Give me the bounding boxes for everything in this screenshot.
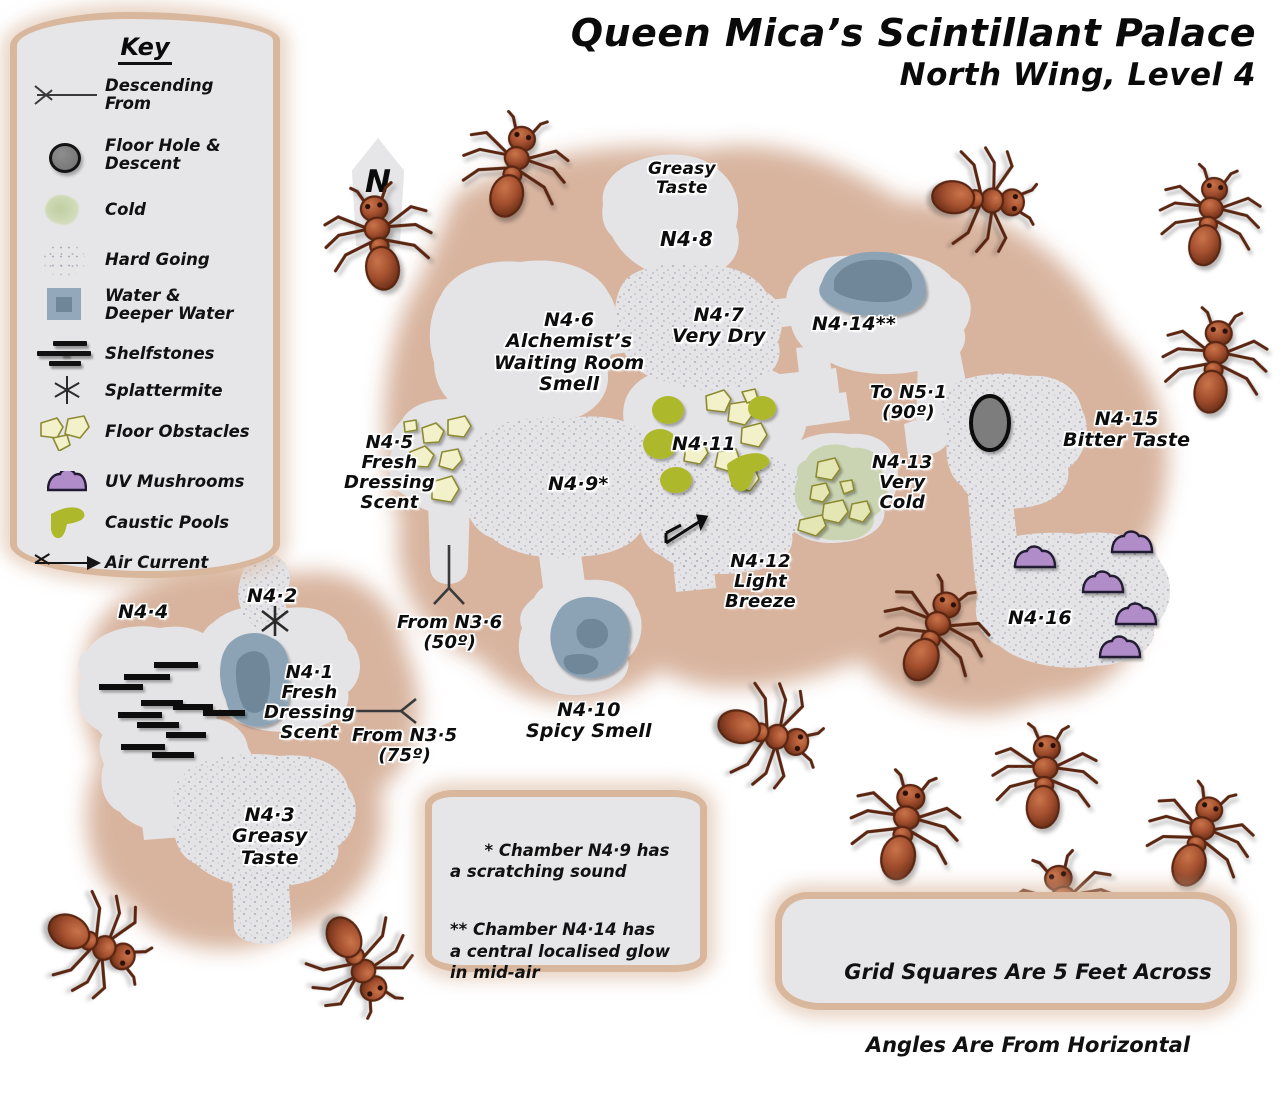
key-row-water: Water & Deeper Water — [33, 287, 265, 323]
ant-8 — [831, 751, 979, 899]
key-label-caustic-pools: Caustic Pools — [105, 513, 230, 533]
key-label-shelfstones: Shelfstones — [105, 344, 215, 364]
water-n4-10 — [550, 596, 630, 679]
key-heading: Key — [17, 33, 273, 65]
floor-hole-icon — [33, 138, 105, 173]
ant-4 — [1143, 148, 1276, 281]
map-key-panel: Key Descending From Floor Hole & Descent… — [10, 12, 280, 578]
footnote-1: * Chamber N4·9 has a scratching sound — [450, 841, 670, 882]
cold-icon — [33, 193, 105, 227]
ant-7 — [697, 662, 844, 809]
ant-13 — [278, 883, 442, 1047]
uv-mushrooms — [1013, 530, 1158, 659]
key-label-hard-going: Hard Going — [105, 250, 210, 270]
footnotes-panel: * Chamber N4·9 has a scratching sound **… — [425, 790, 707, 982]
key-label-splattermite: Splattermite — [105, 381, 223, 401]
ant-1 — [442, 92, 589, 239]
uv-mushrooms-icon — [33, 465, 105, 499]
shelfstones-icon — [33, 337, 105, 371]
key-row-floor-hole: Floor Hole & Descent — [33, 137, 265, 173]
descending-from-markers — [344, 545, 465, 725]
air-current-icon — [33, 546, 105, 580]
scale-line-1: Grid Squares Are 5 Feet Across — [844, 959, 1212, 984]
splattermite-icon — [33, 374, 105, 408]
floor-obstacles-icon — [33, 415, 105, 452]
air-current-arrow — [664, 514, 709, 545]
footnote-2: ** Chamber N4·14 has a central localised… — [450, 920, 670, 982]
floor-hole-n4-15 — [969, 394, 1011, 452]
key-row-descending-from: Descending From — [33, 77, 265, 113]
key-row-caustic-pools: Caustic Pools — [33, 506, 265, 540]
key-row-cold: Cold — [33, 193, 265, 227]
ant-11 — [1123, 758, 1277, 912]
ant-6 — [854, 549, 1017, 712]
title-line-2: North Wing, Level 4 — [899, 57, 1256, 93]
scale-line-2: Angles Are From Horizontal — [865, 1033, 1191, 1058]
water-n4-14 — [819, 251, 927, 317]
hard-going-texture-sw — [173, 553, 356, 944]
key-label-floor-hole: Floor Hole & Descent — [105, 136, 221, 173]
caustic-pools-icon — [33, 506, 105, 540]
key-label-floor-obstacles: Floor Obstacles — [105, 422, 250, 442]
key-row-uv-mushrooms: UV Mushrooms — [33, 465, 265, 499]
caustic-pools — [643, 396, 776, 493]
hard-going-texture — [462, 264, 1171, 668]
scale-note-body: Grid Squares Are 5 Feet Across Angles Ar… — [782, 917, 1230, 1101]
key-label-water: Water & Deeper Water — [105, 286, 234, 323]
water-n4-1 — [220, 633, 290, 727]
ant-5 — [1147, 292, 1280, 428]
key-row-shelfstones: Shelfstones — [33, 337, 265, 371]
water-icon — [33, 287, 105, 322]
key-row-hard-going: Hard Going — [33, 243, 265, 277]
ant-3 — [920, 135, 1050, 265]
key-label-uv-mushrooms: UV Mushrooms — [105, 472, 245, 492]
key-row-floor-obstacles: Floor Obstacles — [33, 415, 265, 452]
map-title: Queen Mica’s Scintillant Palace North Wi… — [571, 14, 1256, 91]
splattermite-n4-2 — [261, 606, 289, 636]
descending-from-icon — [33, 78, 105, 112]
ant-12 — [18, 865, 177, 1024]
key-label-air-current: Air Current — [105, 553, 209, 573]
ant-2 — [309, 167, 447, 305]
footnotes-body: * Chamber N4·9 has a scratching sound **… — [450, 819, 688, 1025]
key-label-descending-from: Descending From — [105, 76, 214, 113]
key-label-cold: Cold — [105, 200, 146, 220]
compass-label: N — [365, 164, 391, 200]
map-canvas — [78, 145, 1171, 950]
ant-9 — [981, 711, 1109, 839]
hard-going-icon — [33, 243, 105, 277]
scale-note-panel: Grid Squares Are 5 Feet Across Angles Ar… — [775, 892, 1237, 1057]
key-row-splattermite: Splattermite — [33, 374, 265, 408]
title-line-1: Queen Mica’s Scintillant Palace — [570, 11, 1256, 55]
key-row-air-current: Air Current — [33, 546, 265, 580]
shelfstones-n4-4 — [99, 662, 245, 758]
